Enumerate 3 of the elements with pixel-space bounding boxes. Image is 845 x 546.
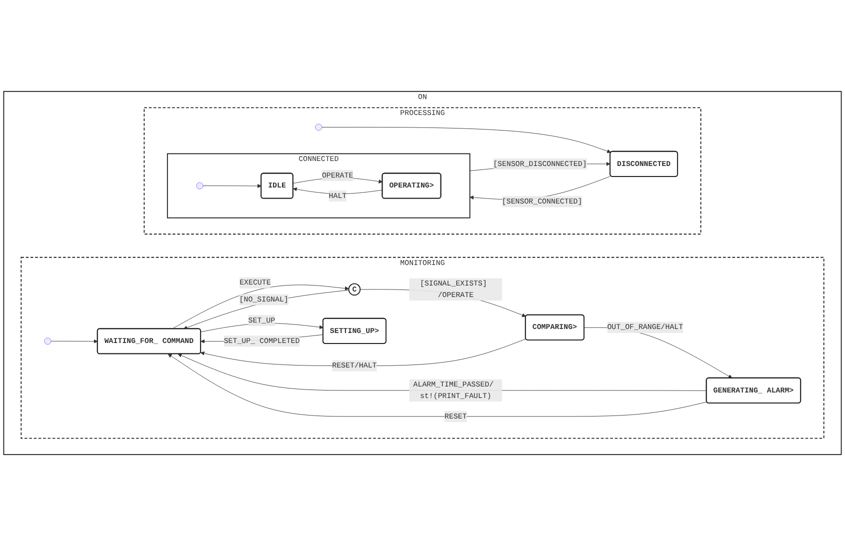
node-circle (196, 182, 204, 190)
node-circle (315, 124, 322, 131)
node-circle (44, 338, 52, 345)
